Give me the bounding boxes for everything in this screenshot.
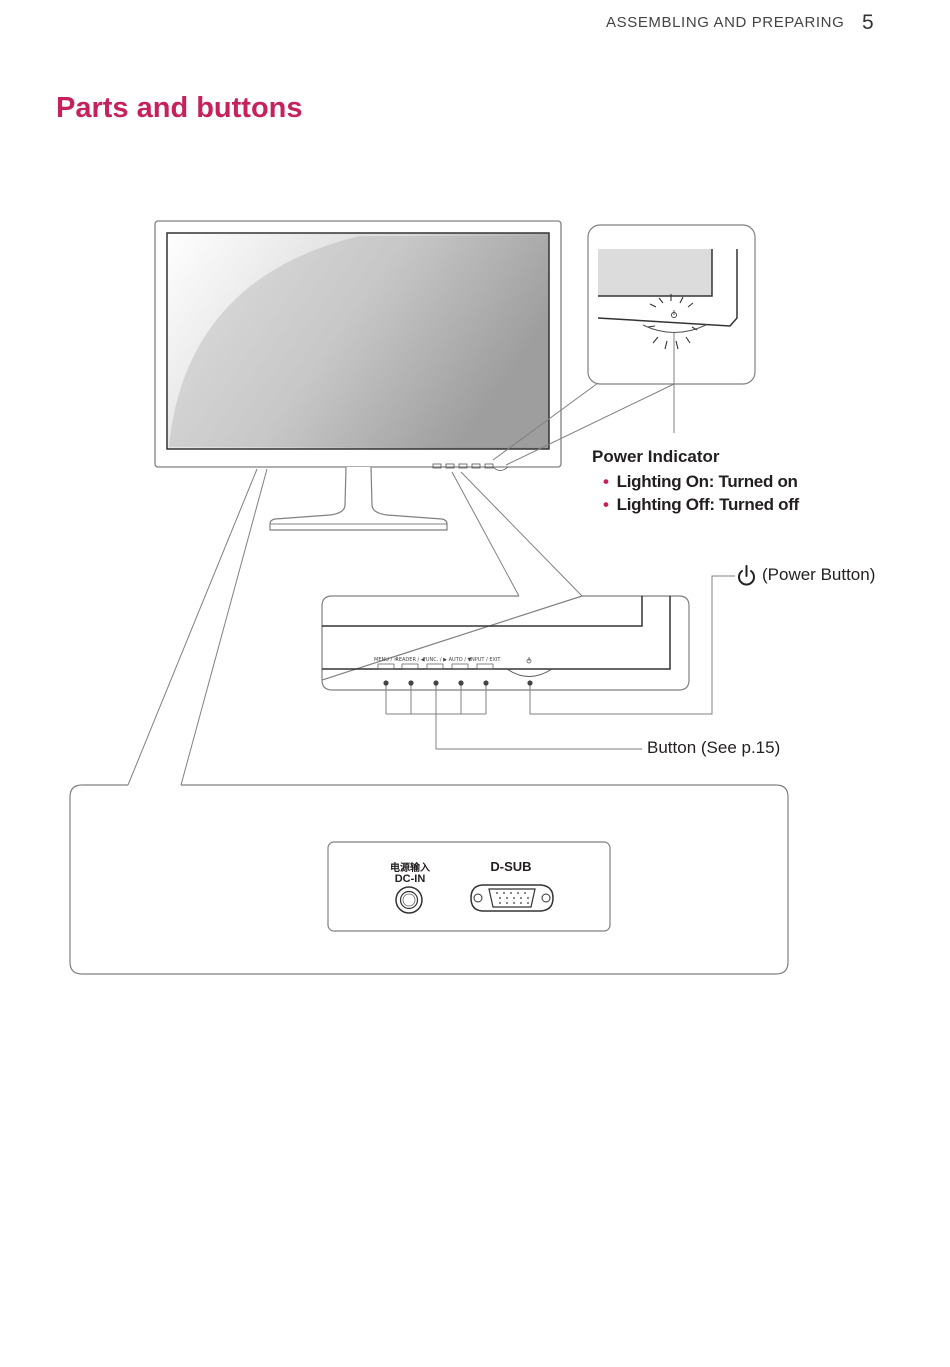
d-sub-port: D-SUB [470,859,554,912]
dc-in-port: 电源输入 DC-IN [390,861,430,914]
dc-in-label: DC-IN [395,873,426,885]
rear-port-zoom: 电源输入 DC-IN D-SUB [69,784,789,975]
power-indicator-list: •Lighting On: Turned on •Lighting Off: T… [603,470,799,516]
header-section-title: ASSEMBLING AND PREPARING [606,14,845,31]
power-indicator-title: Power Indicator [592,447,720,466]
list-item: •Lighting Off: Turned off [603,495,800,514]
light-rays [647,294,698,350]
control-button-label: INPUT / EXIT [470,657,502,663]
control-button-label: READER / ◀ [395,657,424,663]
page-number: 5 [862,11,874,34]
control-button-label: FUNC. / ▶ [423,657,447,663]
callout-lines [127,382,675,786]
list-item: •Lighting On: Turned on [603,472,798,491]
control-button-label: AUTO / ▼ [449,657,472,663]
button-leaders [385,575,735,750]
list-item-text: Lighting Off: Turned off [616,495,800,514]
button-callout-label: Button (See p.15) [647,738,781,757]
control-button-label: MENU / ⇦ [374,657,398,663]
monitor-front-view [154,220,562,531]
page-title: Parts and buttons [56,92,303,124]
front-button-strip [432,463,509,471]
leader-dots [383,680,533,686]
power-icon [738,565,755,586]
button-labels: MENU / ⇦READER / ◀FUNC. / ▶AUTO / ▼INPUT… [374,657,501,663]
list-item-text: Lighting On: Turned on [616,472,798,491]
power-button-label: (Power Button) [762,565,876,584]
button-panel-zoom: MENU / ⇦READER / ◀FUNC. / ▶AUTO / ▼INPUT… [321,595,690,691]
d-sub-label: D-SUB [490,859,531,874]
dc-in-chinese-label: 电源输入 [390,861,430,874]
power-indicator-inset [587,224,756,433]
